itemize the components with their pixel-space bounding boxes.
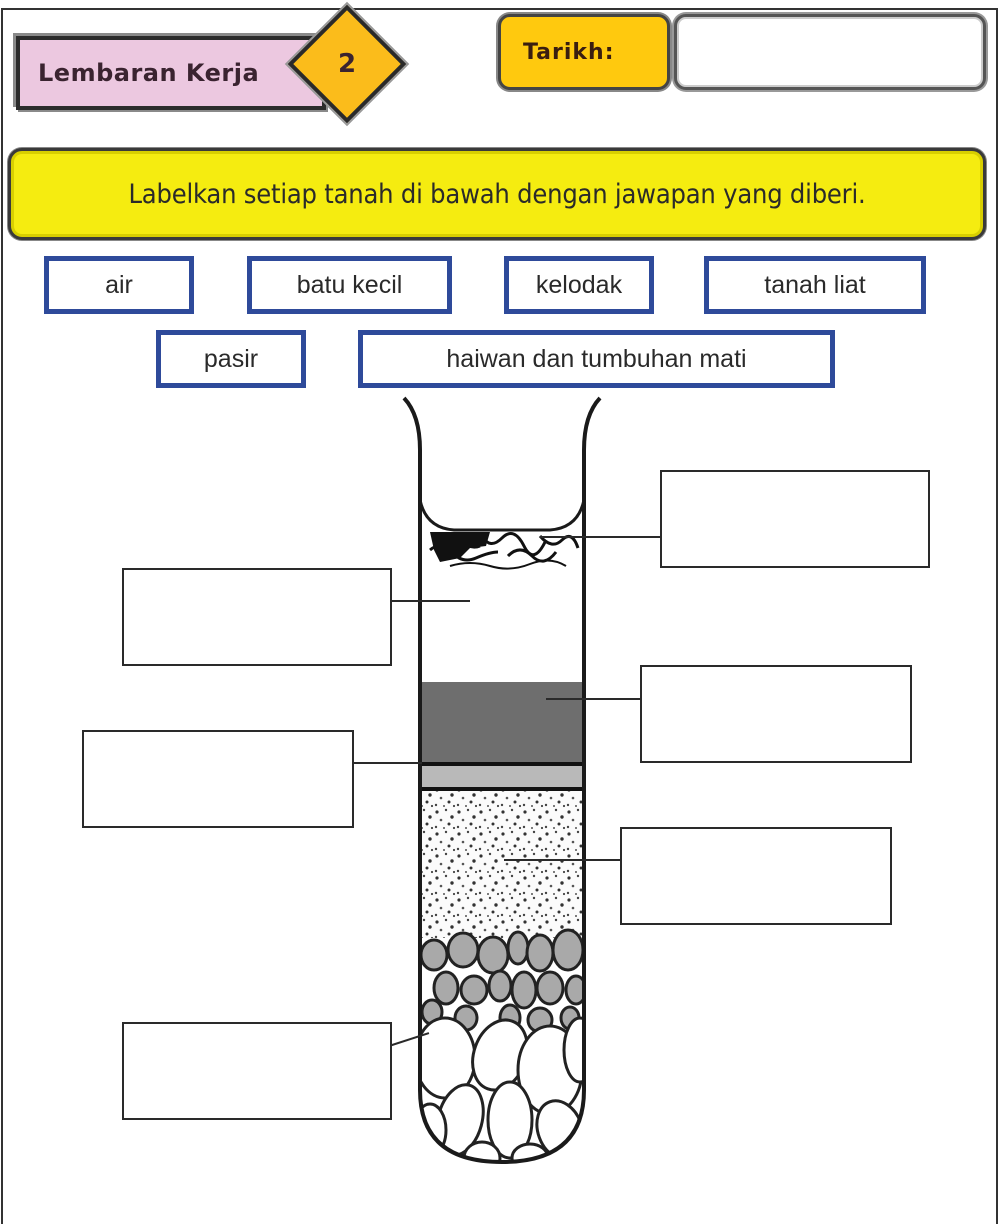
instruction-banner: Labelkan setiap tanah di bawah dengan ja… (8, 148, 986, 240)
answer-box-right-1[interactable] (660, 470, 930, 568)
word-label: pasir (203, 344, 259, 373)
worksheet-number: 2 (337, 49, 357, 79)
answer-box-left-1[interactable] (122, 568, 392, 666)
page-border (1, 8, 998, 1224)
date-label-box: Tarikh: (498, 14, 670, 90)
word-label: kelodak (535, 270, 623, 299)
silt-layer (420, 766, 584, 788)
sand-layer (420, 791, 584, 941)
answer-box-left-2[interactable] (82, 730, 354, 828)
worksheet-label: Lembaran Kerja (38, 59, 260, 87)
word-bank-item-haiwan-dan-tumbuhan-mati[interactable]: haiwan dan tumbuhan mati (358, 330, 835, 388)
leader-line (540, 536, 660, 538)
date-label: Tarikh: (523, 39, 615, 65)
stone-layer (420, 1016, 584, 1162)
answer-box-right-3[interactable] (620, 827, 892, 925)
tube-outline (402, 396, 602, 1165)
word-label: tanah liat (764, 270, 866, 299)
answer-box-right-2[interactable] (640, 665, 912, 763)
leader-line (504, 859, 622, 861)
word-bank-item-tanah-liat[interactable]: tanah liat (704, 256, 926, 314)
worksheet-label-box: Lembaran Kerja (16, 36, 326, 110)
word-bank-item-kelodak[interactable]: kelodak (504, 256, 654, 314)
word-bank-item-batu-kecil[interactable]: batu kecil (247, 256, 452, 314)
word-bank-item-pasir[interactable]: pasir (156, 330, 306, 388)
leader-line (352, 762, 422, 764)
leader-line (390, 600, 470, 602)
date-input[interactable] (674, 14, 986, 90)
clay-layer (420, 682, 584, 764)
answer-box-left-3[interactable] (122, 1022, 392, 1120)
word-label: air (105, 270, 133, 299)
leader-line (546, 698, 642, 700)
test-tube-diagram (402, 396, 602, 1165)
instruction-text: Labelkan setiap tanah di bawah dengan ja… (128, 178, 866, 210)
word-label: haiwan dan tumbuhan mati (446, 344, 747, 373)
pebble-layer (420, 928, 584, 1034)
word-label: batu kecil (296, 270, 403, 299)
organic-matter-dark (430, 532, 490, 562)
word-bank-item-air[interactable]: air (44, 256, 194, 314)
tube-layers (420, 530, 584, 1162)
